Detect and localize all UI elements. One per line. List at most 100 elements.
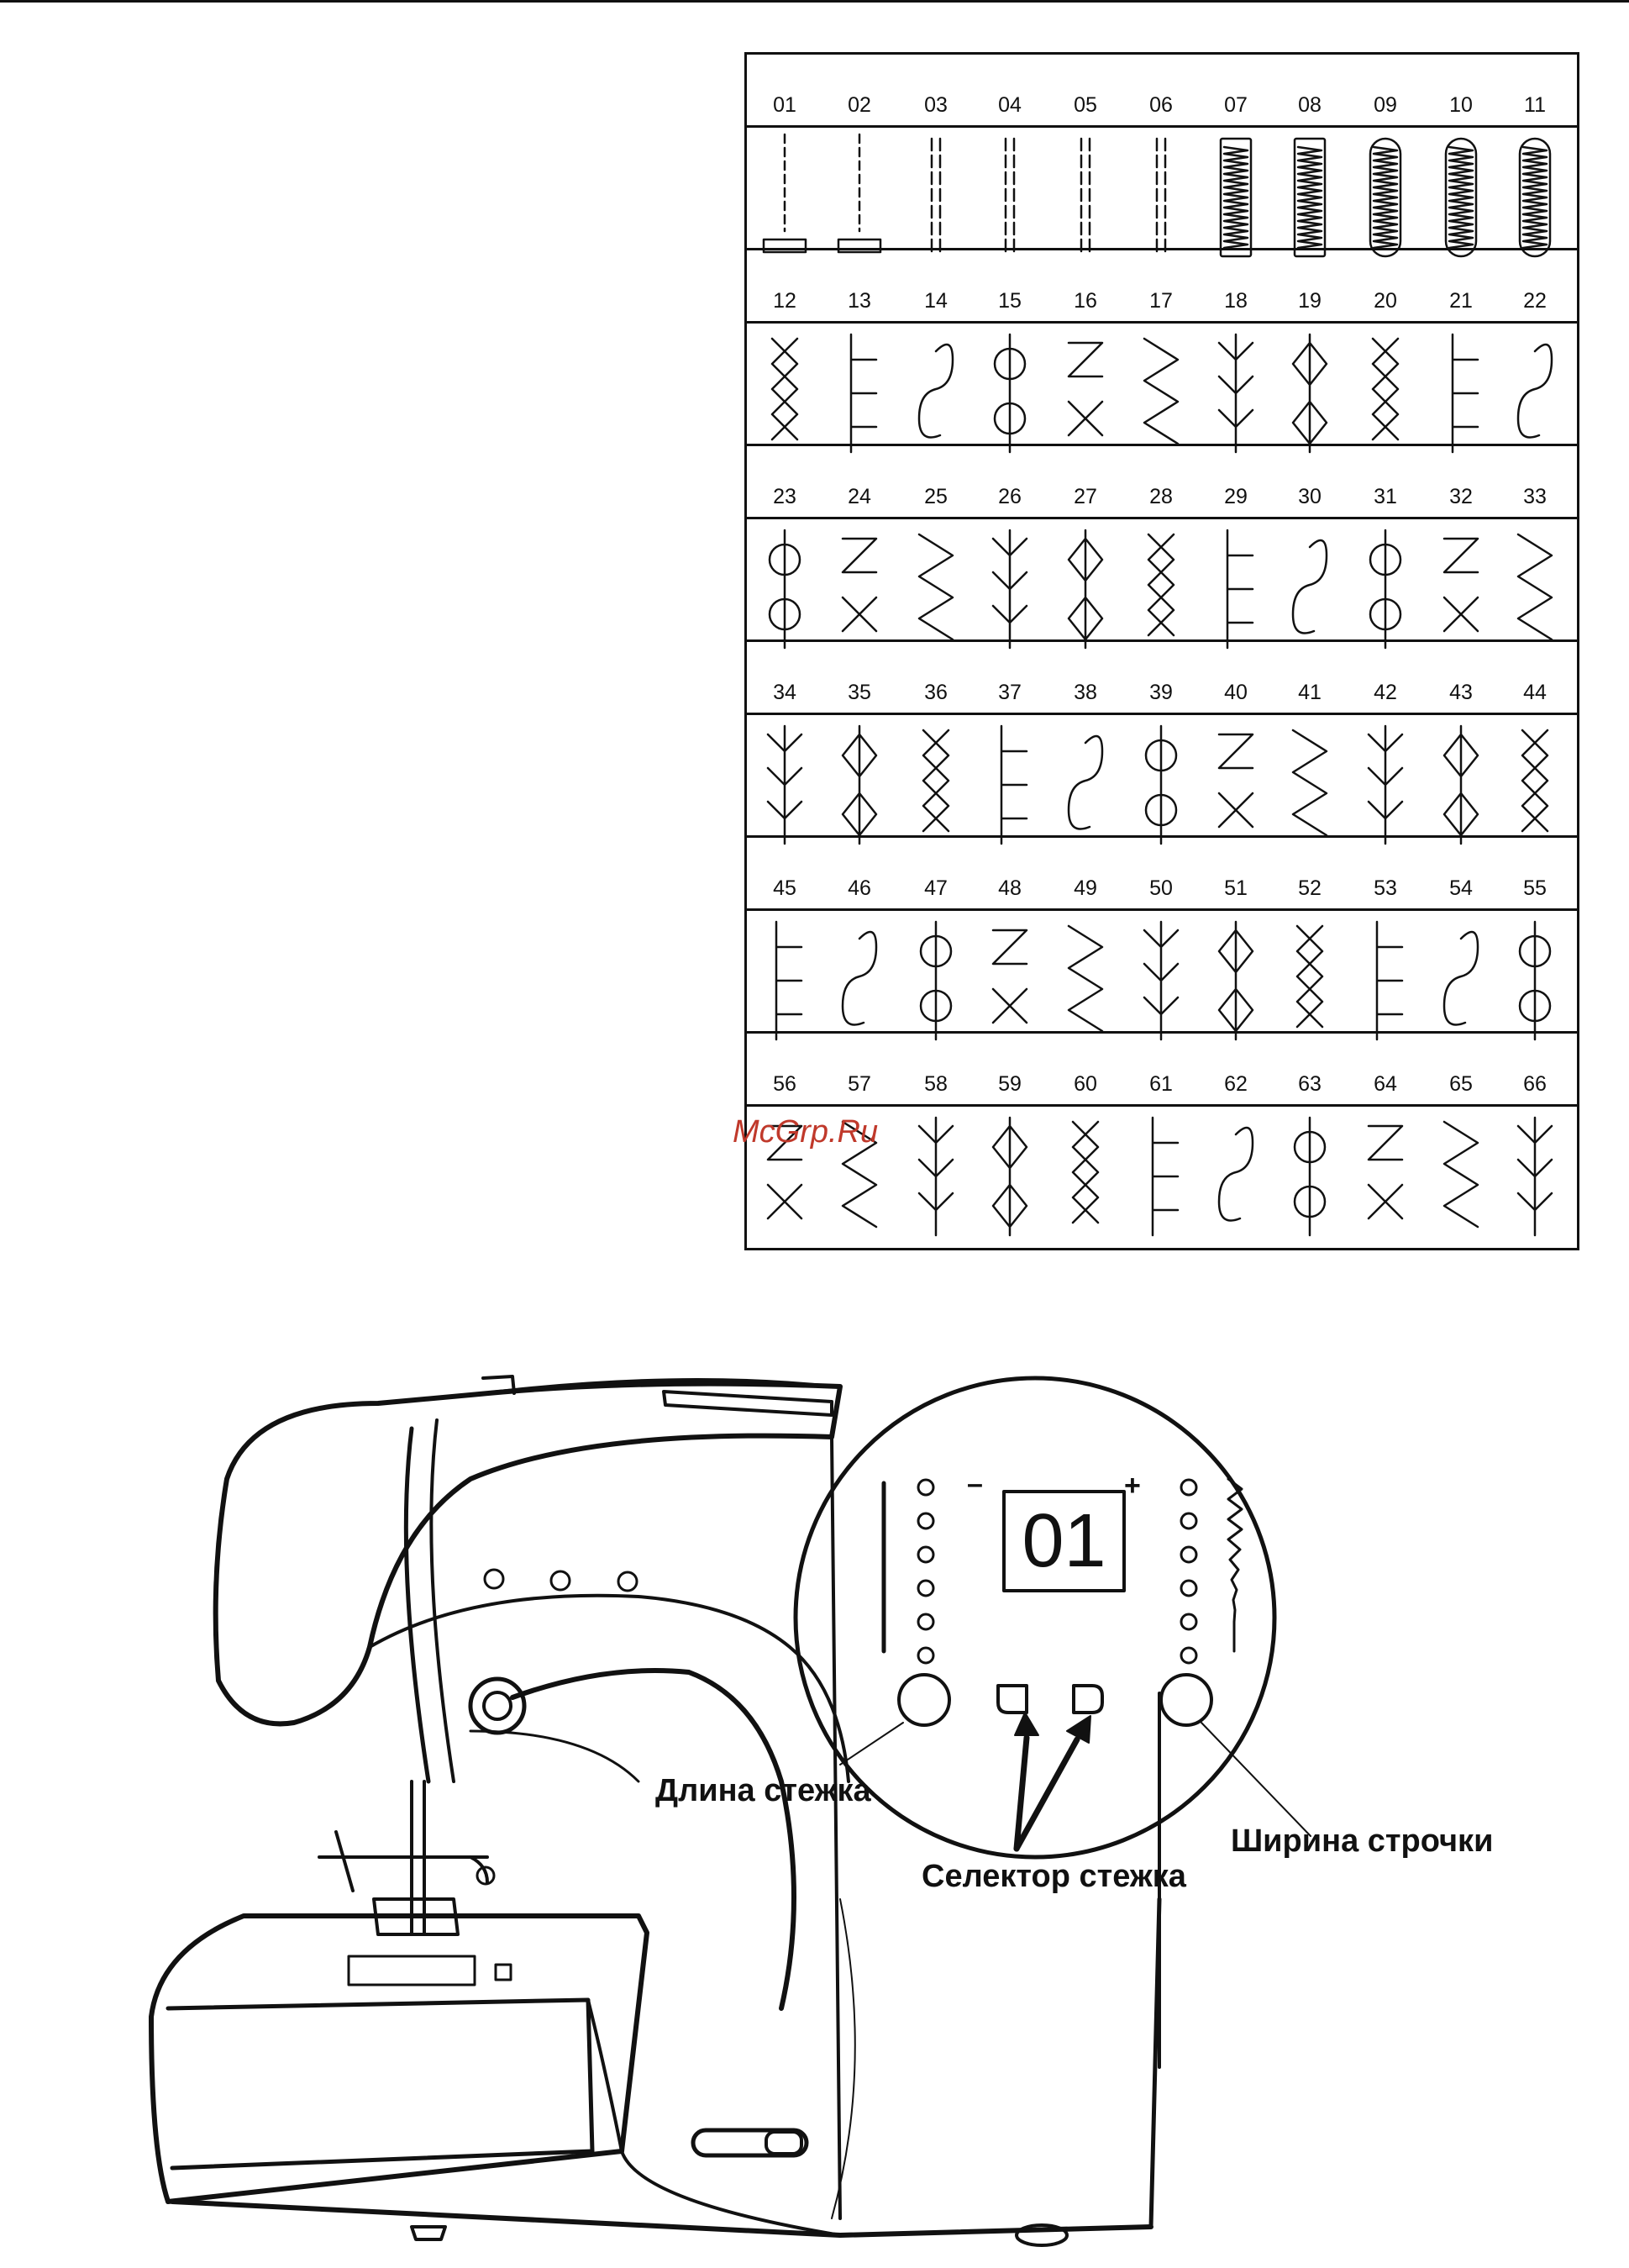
row-divider [747,444,1577,446]
stitch-pattern-icon [1352,913,1419,1048]
stitch-pattern-icon [1352,326,1419,460]
stitch-pattern-icon [1127,913,1195,1048]
stitch-number: 06 [1123,93,1199,118]
stitch-pattern-icon [751,718,818,852]
stitch-pattern-icon [1052,718,1119,852]
stitch-number: 52 [1272,876,1348,901]
top-rule [0,0,1629,3]
base-bottom [172,2202,1151,2235]
stitch-number: 31 [1348,485,1423,509]
stitch-number: 12 [747,289,822,313]
stitch-number: 05 [1048,93,1123,118]
width-led-4 [1181,1581,1196,1596]
stitch-number: 04 [972,93,1048,118]
stitch-number: 11 [1497,93,1573,118]
stitch-pattern-icon [1127,1109,1195,1244]
row-divider [747,321,1577,324]
stitch-pattern-icon [976,1109,1043,1244]
stitch-pattern-icon [1501,522,1569,656]
stitch-number: 39 [1123,681,1199,705]
stitch-number: 08 [1272,93,1348,118]
stitch-number: 56 [747,1072,822,1097]
stitch-number: 30 [1272,485,1348,509]
stitch-number: 03 [898,93,974,118]
stitch-pattern-icon [751,130,818,265]
thread-guide-arm [664,1392,832,1415]
stitch-pattern-icon [1427,130,1495,265]
stitch-pattern-icon [1202,1109,1269,1244]
row-divider [747,639,1577,642]
stitch-number: 59 [972,1072,1048,1097]
stitch-number: 15 [972,289,1048,313]
stitch-pattern-icon [1276,1109,1343,1244]
stitch-pattern-icon [1501,718,1569,852]
width-led-3 [1181,1547,1196,1562]
display-digits: 01 [1004,1492,1124,1591]
stitch-number: 27 [1048,485,1123,509]
stitch-pattern-icon [902,326,970,460]
length-led-6 [918,1648,933,1663]
stitch-pattern-icon [826,718,893,852]
stitch-number: 38 [1048,681,1123,705]
stitch-number: 61 [1123,1072,1199,1097]
stitch-number: 45 [747,876,822,901]
stitch-number: 24 [822,485,897,509]
row-divider [747,835,1577,838]
stitch-number: 07 [1198,93,1274,118]
stitch-number: 36 [898,681,974,705]
stitch-number: 21 [1423,289,1499,313]
stitch-number: 20 [1348,289,1423,313]
stitch-number: 66 [1497,1072,1573,1097]
length-led-4 [918,1581,933,1596]
stitch-pattern-icon [1127,130,1195,265]
stitch-number: 25 [898,485,974,509]
stitch-pattern-icon [1352,130,1419,265]
row-divider [747,1104,1577,1107]
stitch-number: 18 [1198,289,1274,313]
stitch-pattern-icon [976,130,1043,265]
length-led-3 [918,1547,933,1562]
stitch-pattern-icon [1427,522,1495,656]
stitch-number: 42 [1348,681,1423,705]
stitch-number: 62 [1198,1072,1274,1097]
selector-up-button [1074,1686,1102,1713]
needle-plate [349,1956,475,1985]
stitch-pattern-icon [1427,1109,1495,1244]
stitch-number: 35 [822,681,897,705]
selector-down-button [998,1686,1027,1713]
stitch-pattern-icon [1127,522,1195,656]
stitch-number: 09 [1348,93,1423,118]
stitch-pattern-icon [1276,913,1343,1048]
stitch-number: 02 [822,93,897,118]
stitch-pattern-icon [1501,326,1569,460]
stitch-number: 47 [898,876,974,901]
width-led-6 [1181,1648,1196,1663]
stitch-pattern-icon [1352,522,1419,656]
stitch-length-slider [693,2130,807,2155]
stitch-pattern-icon [1352,1109,1419,1244]
stitch-pattern-icon [826,913,893,1048]
stitch-pattern-icon [1427,718,1495,852]
length-led-5 [918,1614,933,1629]
row-divider [747,713,1577,715]
watermark: McGrp.Ru [733,1114,878,1150]
stitch-number: 22 [1497,289,1573,313]
width-led-2 [1181,1513,1196,1529]
stitch-pattern-icon [902,718,970,852]
stitch-number: 58 [898,1072,974,1097]
needle-clamp [319,1832,487,1891]
width-led-5 [1181,1614,1196,1629]
stitch-length-label: Длина стежка [655,1773,871,1809]
row-divider [747,908,1577,911]
stitch-pattern-icon [1127,718,1195,852]
bobbin-winder-knob-inner [484,1692,511,1719]
stitch-number: 44 [1497,681,1573,705]
stitch-pattern-icon [1052,522,1119,656]
stitch-pattern-icon [902,522,970,656]
stitch-pattern-icon [1202,718,1269,852]
